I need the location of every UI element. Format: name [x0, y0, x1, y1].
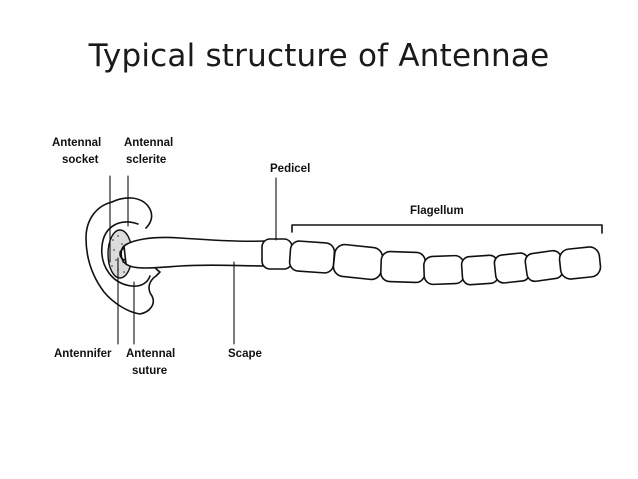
- label-scape: Scape: [228, 348, 262, 360]
- flagellomere-1: [288, 240, 336, 274]
- flagellomere-6: [493, 252, 531, 284]
- flagellomere-4: [423, 254, 465, 286]
- pedicel-segment: [261, 238, 293, 270]
- label-antennal-suture-line2: suture: [132, 365, 167, 377]
- scape-tip-curve: [120, 245, 127, 265]
- label-antennal-sclerite-line1: Antennal: [124, 137, 173, 149]
- label-pedicel: Pedicel: [270, 163, 310, 175]
- antennal-sclerite-ring: [101, 221, 151, 287]
- flagellum-bracket: [291, 224, 603, 234]
- head-cuticle-outline: [85, 201, 161, 315]
- label-antennal-suture-line1: Antennal: [126, 348, 175, 360]
- flagellomere-2: [332, 243, 384, 281]
- flagellomere-3: [379, 250, 427, 284]
- head-cuticle-outline-upper: [111, 197, 153, 229]
- label-flagellum: Flagellum: [410, 205, 464, 217]
- flagellomere-8: [558, 246, 602, 280]
- flagellomere-5: [460, 254, 500, 286]
- flagellum-segments: [288, 240, 602, 286]
- scape-segment: [123, 236, 269, 269]
- label-antennal-socket-line1: Antennal: [52, 137, 101, 149]
- label-antennifer: Antennifer: [54, 348, 112, 360]
- flagellomere-7: [524, 249, 564, 283]
- label-antennal-sclerite-line2: sclerite: [126, 154, 166, 166]
- label-antennal-socket-line2: socket: [62, 154, 99, 166]
- slide-title: Typical structure of Antennae: [88, 38, 550, 74]
